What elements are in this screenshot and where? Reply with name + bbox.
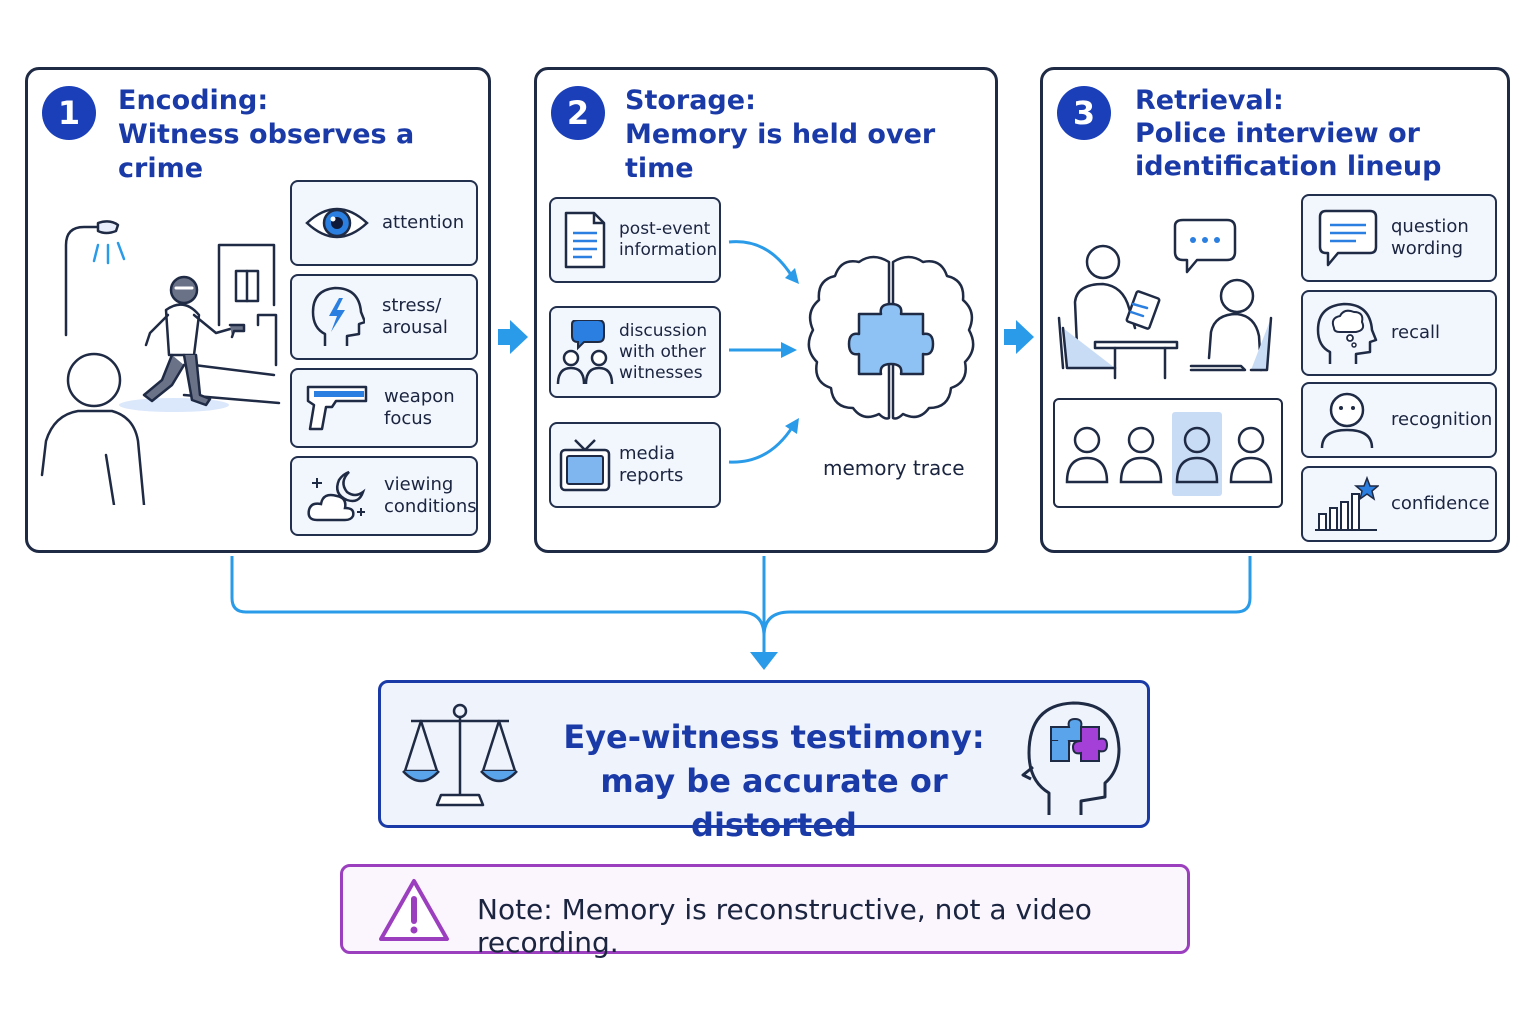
people-chat-icon [551,320,619,384]
retrieval-panel: 3 Retrieval: Police interview or identif… [1040,67,1510,553]
factor-viewing-conditions: viewing conditions [290,456,478,536]
crime-scene-illustration [40,220,281,505]
step-badge-2: 2 [551,86,605,140]
factor-discussion-with-other-witnesses: discussion with other witnesses [549,306,721,398]
factor-question-wording: question wording [1301,194,1497,282]
note-box: Note: Memory is reconstructive, not a vi… [340,864,1190,959]
scales-of-justice-icon [402,703,518,807]
thought-head-icon [1303,300,1391,366]
note-text: Note: Memory is reconstructive, not a vi… [477,893,1092,959]
retrieval-title: Retrieval: Police interview or identific… [1135,85,1442,182]
gun-icon [292,383,384,433]
person-face-icon [1303,390,1391,450]
factor-media-reports: media reports [549,422,721,508]
bar-chart-star-icon [1303,476,1391,532]
factor-post-event-information: post-event information [549,197,721,283]
eye-icon [292,201,382,245]
warning-icon [379,879,449,941]
interview-illustration [1057,218,1273,380]
speech-bubble-icon [1303,209,1391,267]
encoding-panel: 1 Encoding: Witness observes a crime [25,67,491,553]
factor-recognition: recognition [1301,382,1497,458]
arrow-encoding-to-storage [498,320,528,354]
storage-panel: 2 Storage: Memory is held over time post… [534,67,998,553]
storage-arrows [728,240,799,464]
identification-lineup [1053,398,1283,508]
testimony-result-box: Eye-witness testimony: may be accurate o… [378,680,1150,844]
arrow-storage-to-retrieval [1004,320,1034,354]
step-badge-3: 3 [1057,86,1111,140]
storage-title: Storage: Memory is held over time [625,85,936,184]
tv-icon [551,438,619,492]
encoding-title: Encoding: Witness observes a crime [118,85,415,184]
testimony-text: Eye-witness testimony: may be accurate o… [563,718,985,844]
merge-line-left [230,556,766,637]
head-puzzle-icon [1021,701,1121,815]
night-cloud-icon [292,468,384,524]
factor-attention: attention [290,180,478,266]
factor-confidence: confidence [1301,466,1497,542]
factor-stress-arousal: stress/ arousal [290,274,478,360]
factor-recall: recall [1301,290,1497,376]
memory-trace-label: memory trace [823,456,965,480]
merge-arrowhead [750,652,778,670]
factor-weapon-focus: weapon focus [290,368,478,448]
stressed-head-icon [292,284,382,350]
brain-icon [803,250,979,446]
merge-line-right [762,556,1252,637]
step-badge-1: 1 [42,86,96,140]
document-icon [551,211,619,269]
